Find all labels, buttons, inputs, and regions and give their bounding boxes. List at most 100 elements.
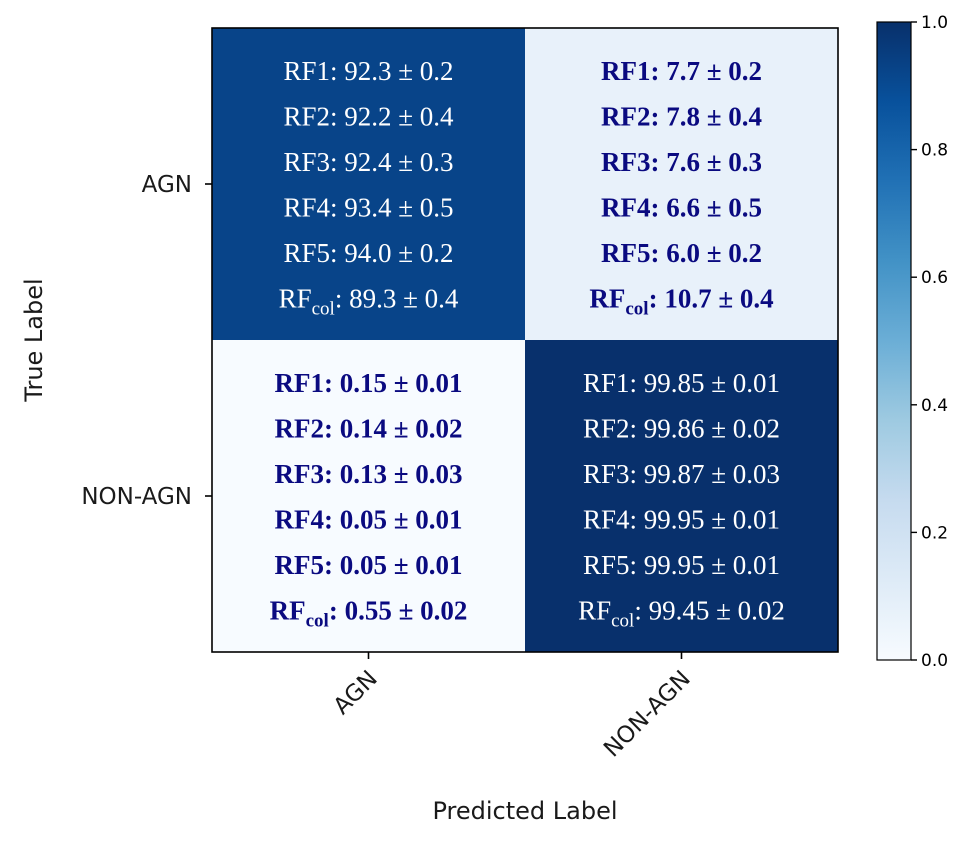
metric-value: : 0.05 ± 0.01 [324,505,463,535]
model-name: RF2 [274,414,324,444]
model-name: RF1 [583,368,630,398]
model-name: RF1 [601,56,651,86]
model-name: RF5 [601,238,651,268]
cell-annotation-line: RF3: 0.13 ± 0.03 [274,459,462,489]
model-name: RF [270,596,306,626]
metric-value: : 7.7 ± 0.2 [650,56,762,86]
cell-annotation-line: RF1: 0.15 ± 0.01 [274,368,462,398]
metric-value: : 99.95 ± 0.01 [629,550,780,580]
model-name: RF1 [283,56,330,86]
colorbar-tick-label: 0.0 [921,651,948,671]
metric-value: : 92.2 ± 0.4 [330,102,454,132]
cell-annotation-line: RF2: 99.86 ± 0.02 [583,414,780,444]
metric-value: : 6.6 ± 0.5 [650,193,762,223]
cell-annotation-line: RFcol: 0.55 ± 0.02 [270,596,468,632]
metric-value: : 94.0 ± 0.2 [330,238,454,268]
model-name: RF2 [583,414,630,444]
model-name: RF4 [274,505,324,535]
metric-value: : 10.7 ± 0.4 [649,284,774,314]
metric-value: : 92.3 ± 0.2 [330,56,454,86]
cell-annotation-line: RF3: 92.4 ± 0.3 [283,147,453,177]
plot-frame [211,27,839,653]
model-name: RF5 [583,550,630,580]
model-name: RF4 [583,505,630,535]
colorbar-tick-label: 0.4 [921,396,948,416]
cell-annotation-line: RF4: 93.4 ± 0.5 [283,193,453,223]
model-name: RF4 [601,193,651,223]
metric-value: : 99.95 ± 0.01 [629,505,780,535]
model-name: RF2 [283,102,330,132]
heatmap-cell [525,28,838,340]
cell-annotation-line: RF5: 0.05 ± 0.01 [274,550,462,580]
model-name: RF1 [274,368,324,398]
colorbar: 0.0 0.2 0.4 0.6 0.8 1.0 [876,13,948,671]
colorbar-gradient [876,21,912,661]
cell-annotation-line: RF3: 7.6 ± 0.3 [601,147,762,177]
cell-annotation-line: RFcol: 99.45 ± 0.02 [578,596,785,632]
model-subscript: col [306,611,329,632]
cell-annotation-line: RF2: 92.2 ± 0.4 [283,102,454,132]
colorbar-tick-label: 0.6 [921,268,948,288]
cell-annotation-line: RF2: 7.8 ± 0.4 [601,102,762,132]
metric-value: : 0.15 ± 0.01 [324,368,463,398]
x-axis-label: Predicted Label [432,797,617,825]
model-name: RF3 [283,147,330,177]
metric-value: : 92.4 ± 0.3 [330,147,454,177]
model-subscript: col [312,299,335,320]
cell-annotation-line: RF3: 99.87 ± 0.03 [583,459,780,489]
metric-value: : 0.55 ± 0.02 [329,596,468,626]
metric-value: : 99.86 ± 0.02 [629,414,780,444]
metric-value: : 7.6 ± 0.3 [650,147,762,177]
model-name: RF [578,596,611,626]
heatmap-cell [212,340,525,652]
model-name: RF [279,284,312,314]
metric-value: : 7.8 ± 0.4 [650,102,762,132]
cell-annotation-line: RF5: 94.0 ± 0.2 [283,238,453,268]
cell-annotation-line: RF1: 92.3 ± 0.2 [283,56,453,86]
x-tick-label: AGN [329,666,383,720]
model-subscript: col [625,299,648,320]
model-name: RF4 [283,193,330,223]
metric-value: : 99.45 ± 0.02 [634,596,785,626]
metric-value: : 0.13 ± 0.03 [324,459,463,489]
cell-annotation-line: RF4: 0.05 ± 0.01 [274,505,462,535]
y-axis-label: True Label [20,278,48,402]
metric-value: : 93.4 ± 0.5 [330,193,454,223]
x-tick-label: NON-AGN [599,666,696,763]
cell-annotation-line: RF5: 99.95 ± 0.01 [583,550,780,580]
cell-annotation-line: RF2: 0.14 ± 0.02 [274,414,462,444]
colorbar-tick-label: 1.0 [921,13,948,33]
model-name: RF3 [601,147,651,177]
y-tick-label: AGN [142,172,192,198]
colorbar-tick-label: 0.2 [921,523,948,543]
metric-value: : 6.0 ± 0.2 [650,238,762,268]
metric-value: : 0.14 ± 0.02 [324,414,463,444]
cell-annotation-line: RFcol: 89.3 ± 0.4 [279,284,459,320]
cell-annotation-line: RFcol: 10.7 ± 0.4 [589,284,773,320]
cell-annotation-line: RF1: 99.85 ± 0.01 [583,368,780,398]
cell-annotation-line: RF5: 6.0 ± 0.2 [601,238,762,268]
metric-value: : 99.87 ± 0.03 [629,459,780,489]
cell-annotation-line: RF4: 6.6 ± 0.5 [601,193,762,223]
model-name: RF5 [283,238,330,268]
metric-value: : 99.85 ± 0.01 [629,368,780,398]
cell-annotation-line: RF4: 99.95 ± 0.01 [583,505,780,535]
heatmap-cell [525,340,838,652]
heatmap-cell [212,28,525,340]
model-name: RF2 [601,102,651,132]
model-name: RF5 [274,550,324,580]
y-tick-label: NON-AGN [81,484,192,510]
cell-annotation-line: RF1: 7.7 ± 0.2 [601,56,762,86]
model-subscript: col [611,611,634,632]
model-name: RF3 [583,459,630,489]
model-name: RF [589,284,625,314]
model-name: RF3 [274,459,324,489]
metric-value: : 0.05 ± 0.01 [324,550,463,580]
colorbar-tick-label: 0.8 [921,141,948,161]
